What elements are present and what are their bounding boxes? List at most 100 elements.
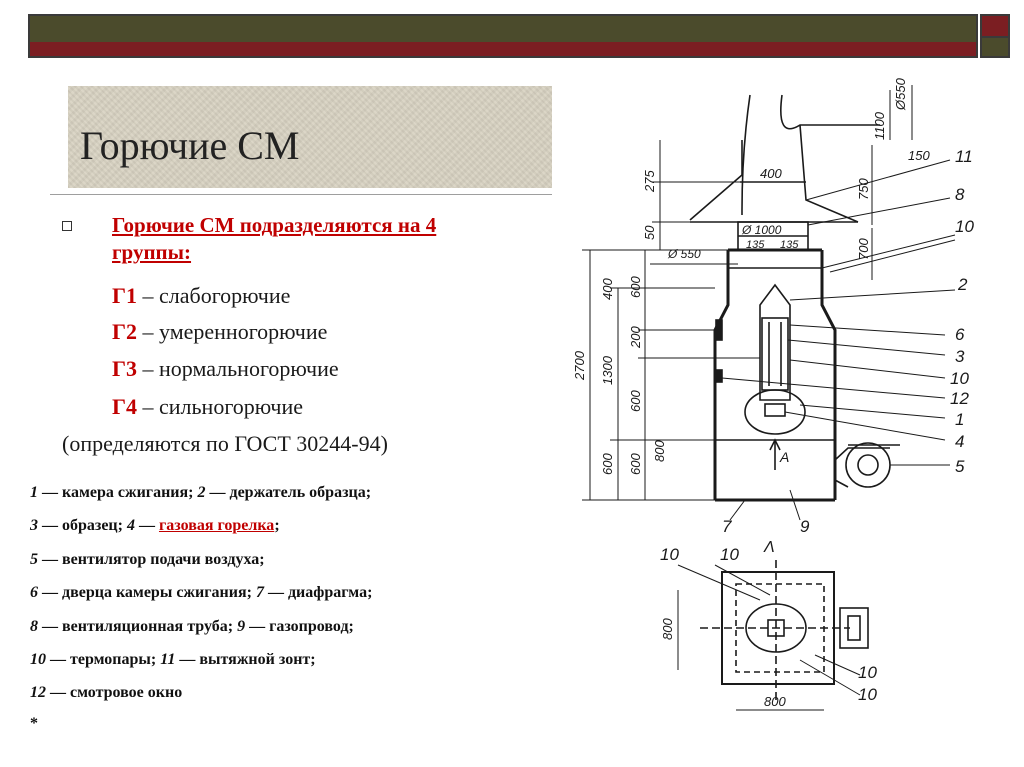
callout-label: 12 [950,389,969,408]
header-band-maroon [30,42,976,56]
apparatus-drawing-svg: Ø550 1100 150 275 400 750 50 Ø 1000 700 … [572,77,974,711]
group-name: сильногорючие [159,394,303,419]
legend-line: 6 — дверца камеры сжигания; 7 — диафрагм… [30,585,372,601]
dim-label: 600 [600,453,615,475]
legend-line: 3 — образец; 4 — газовая горелка; [30,518,280,534]
dim-label: 135 [780,239,799,251]
dim-label: Λ [763,539,775,556]
hood-left [689,140,743,221]
legend-number: 12 [30,684,46,701]
legend-line: 1 — камера сжигания; 2 — держатель образ… [30,485,371,501]
group-name: умеренногорючие [159,319,328,344]
dim-label: 135 [746,239,765,251]
legend-text: — образец; [38,517,127,534]
callout-label: 10 [660,545,679,564]
burner-ring [744,389,806,435]
corner-block-olive [980,36,1010,58]
gas-burner-link[interactable]: газовая горелка [158,517,275,534]
legend-text: ; [274,517,280,534]
dim-label: A [779,449,789,465]
dim-label: 1300 [600,355,615,385]
dim-label: 400 [600,278,615,300]
leader-6 [789,324,946,336]
group-name: слабогорючие [159,283,291,308]
chamber-left-wall [713,250,730,500]
group-code: Г1 [112,283,137,308]
group-item: Г3 – нормальногорючие [112,358,339,380]
legend-text: — дверца камеры сжигания; [38,584,256,601]
callout-label: 9 [800,517,810,536]
group-code: Г3 [112,356,137,381]
legend-line: 8 — вентиляционная труба; 9 — газопровод… [30,619,354,635]
fan-impeller [857,454,879,476]
callout-label: 10 [720,545,739,564]
callout-label: 6 [955,325,965,344]
dim-label: 275 [642,170,657,193]
group-name: нормальногорючие [159,356,339,381]
slide-title: Горючие СМ [80,123,300,168]
chamber-right-wall [820,250,837,500]
callout-label: 10 [955,217,974,236]
dim-label: 700 [856,238,871,260]
legend-number: 6 [30,584,38,601]
callout-label: 5 [955,457,965,476]
sample [761,317,789,391]
callout-label: 10 [858,685,877,704]
dim-label: 2700 [572,350,587,381]
dim-label: 750 [856,178,871,200]
legend-text: — термопары; [46,651,161,668]
title-divider [50,194,552,195]
dim-label: 800 [764,694,786,709]
legend-line: 10 — термопары; 11 — вытяжной зонт; [30,652,316,668]
callout-label: 2 [957,275,968,294]
legend-text: — [134,517,159,534]
group-sep: – [137,394,159,419]
group-code: Г2 [112,319,137,344]
callout-label: 3 [955,347,965,366]
legend-number: 9 [237,618,246,635]
legend-number: 11 [160,651,176,668]
leader-10 [821,234,956,273]
legend-asterisk: * [30,715,38,732]
callout-label: 1 [955,410,964,429]
header-band-olive [30,16,976,42]
group-sep: – [137,319,159,344]
dim-label: 800 [652,440,667,462]
dim-label: 1100 [872,111,887,140]
dim-label: Ø 550 [667,247,701,261]
dim-label: Ø 1000 [741,223,782,237]
legend-text: — смотровое окно [46,684,183,701]
legend-text: — диафрагма; [263,584,373,601]
dim-label: 50 [642,225,657,240]
plan-fan-core [847,615,861,641]
callout-label: 4 [955,432,964,451]
dim-label: 200 [628,326,643,349]
legend-text: — камера сжигания; [38,484,198,501]
sample-holder [759,283,791,401]
plan-fan [839,607,869,649]
legend-text: — вытяжной зонт; [175,651,316,668]
callout-label: 8 [955,185,965,204]
header-bar [28,14,978,58]
legend-number: 8 [30,618,38,635]
leader-9 [789,489,801,521]
leader-3 [787,339,946,356]
leader-10b [789,359,946,379]
legend-text: — держатель образца; [205,484,372,501]
legend-text: — газопровод; [245,618,354,635]
bullet-square-icon [62,221,72,231]
apparatus-drawing: Ø550 1100 150 275 400 750 50 Ø 1000 700 … [560,75,1000,735]
legend-line: 5 — вентилятор подачи воздуха; [30,552,265,568]
leader-8 [807,197,951,226]
callout-label: 10 [950,369,969,388]
lead-text: Горючие СМ подразделяются на 4 группы: [112,213,437,264]
dim-label: 800 [660,618,675,640]
legend-number: 3 [30,517,38,534]
dim-label: 600 [628,276,643,298]
group-sep: – [137,356,159,381]
vent-pipe-right [780,94,880,130]
legend-number: 4 [126,517,135,534]
dim-label: Ø550 [893,77,908,111]
gost-note: (определяются по ГОСТ 30244-94) [62,431,388,456]
plan-leader-10 [677,564,771,601]
